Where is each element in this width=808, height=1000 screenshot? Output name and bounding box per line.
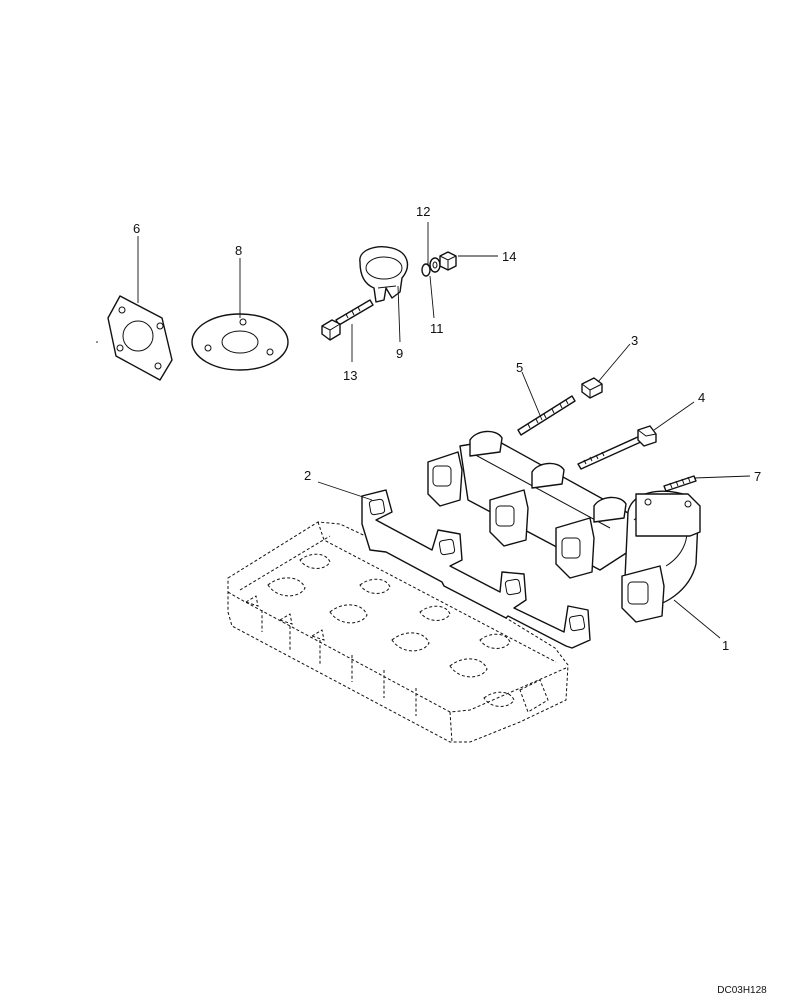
clamp [359,246,409,303]
callout-2: 2 [304,468,311,483]
hex-nut [439,251,457,271]
cylinder-head-phantom [227,521,569,743]
callout-6: 6 [133,221,140,236]
callout-12: 12 [416,204,430,219]
callout-4: 4 [698,390,705,405]
callout-labels: 1 2 3 4 5 6 7 8 9 11 12 13 14 [133,204,761,653]
callout-3: 3 [631,333,638,348]
manifold-gasket [361,489,591,649]
callout-8: 8 [235,243,242,258]
stud [517,395,576,436]
washer-spring [421,263,431,277]
stud-outlet [663,475,697,492]
square-gasket [107,295,173,381]
stray-dot [96,341,98,343]
callout-9: 9 [396,346,403,361]
callout-14: 14 [502,249,516,264]
drawing-code: DC03H128 [717,985,767,996]
round-gasket [191,313,289,371]
callout-13: 13 [343,368,357,383]
exhaust-manifold [427,430,701,623]
leader-lines [137,222,751,639]
callout-7: 7 [754,469,761,484]
flange-nut [581,377,603,399]
clamp-bolt [321,299,374,341]
callout-1: 1 [722,638,729,653]
washer-flat [429,257,441,273]
callout-5: 5 [516,360,523,375]
bolt [577,425,657,470]
callout-11: 11 [430,321,444,336]
